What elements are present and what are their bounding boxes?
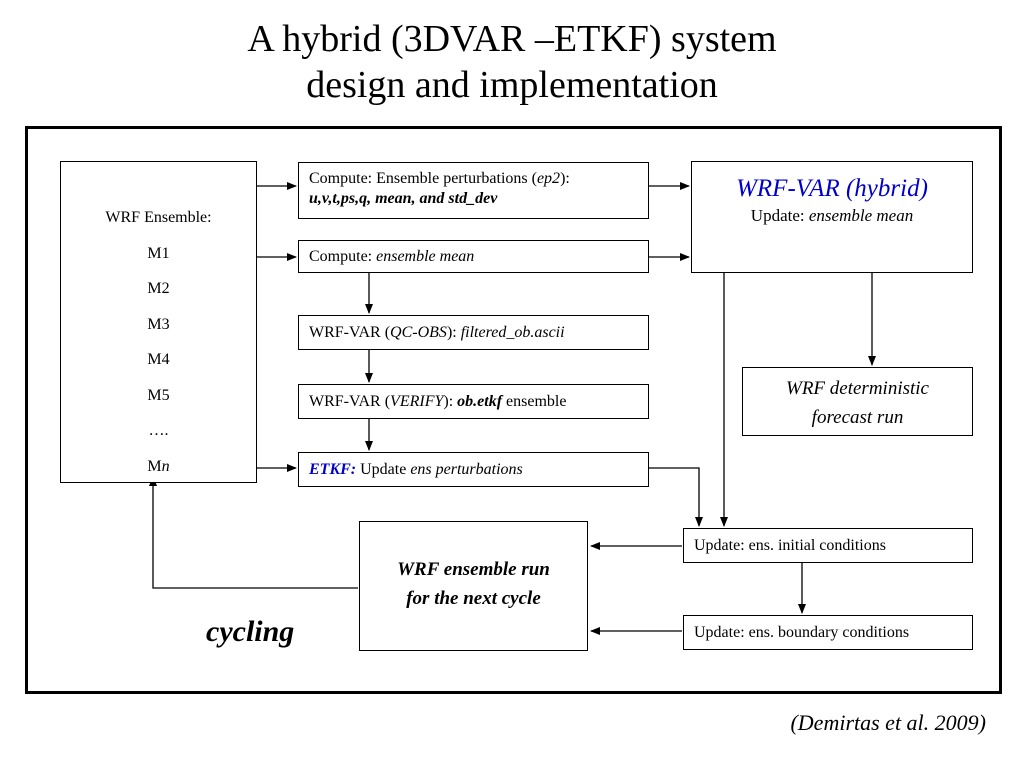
arrow-etkf-to-ens-ic xyxy=(649,467,703,527)
ensemble-member-n: Mn xyxy=(147,457,170,475)
hybrid-title: WRF-VAR (hybrid) xyxy=(736,175,928,202)
ensemble-member-3: M3 xyxy=(147,315,170,333)
ensemble-member-1: M1 xyxy=(147,244,170,262)
compute-mean-box: Compute: ensemble mean xyxy=(298,240,649,273)
compute-perturbations-box: Compute: Ensemble perturbations (ep2): u… xyxy=(298,162,649,219)
ensemble-member-4: M4 xyxy=(147,351,170,368)
title-line-1: A hybrid (3DVAR –ETKF) system xyxy=(247,18,777,60)
update-boundary-conditions-box: Update: ens. boundary conditions xyxy=(683,615,973,650)
title-line-2: design and implementation xyxy=(306,64,718,106)
deterministic-line-1: WRF deterministic xyxy=(786,378,929,399)
wrf-var-hybrid-box: WRF-VAR (hybrid) Update: ensemble mean xyxy=(691,161,973,273)
ensemble-member-5: M5 xyxy=(147,386,170,404)
etkf-label: ETKF: xyxy=(309,461,357,478)
perturb-line-1: Compute: Ensemble perturbations (ep2): xyxy=(309,170,570,187)
perturb-variables: u,v,t,ps,q, mean, and std_dev xyxy=(309,190,498,207)
deterministic-forecast-box: WRF deterministic forecast run xyxy=(742,367,973,436)
update-initial-conditions-box: Update: ens. initial conditions xyxy=(683,528,973,563)
citation: (Demirtas et al. 2009) xyxy=(790,710,986,735)
wrf-var-qc-obs-box: WRF-VAR (QC-OBS): filtered_ob.ascii xyxy=(298,315,649,350)
ensemble-run-line-2: for the next cycle xyxy=(406,588,541,609)
ensemble-label: WRF Ensemble: xyxy=(105,209,212,226)
ensemble-member-2: M2 xyxy=(147,280,170,297)
etkf-box: ETKF: Update ens perturbations xyxy=(298,452,649,487)
wrf-ensemble-run-box: WRF ensemble run for the next cycle xyxy=(359,521,588,651)
hybrid-update: Update: ensemble mean xyxy=(750,206,914,225)
ensemble-run-line-1: WRF ensemble run xyxy=(397,559,550,580)
wrf-ensemble-box: WRF Ensemble: M1 M2 M3 M4 M5 …. Mn xyxy=(60,161,257,483)
wrf-var-verify-box: WRF-VAR (VERIFY): ob.etkf ensemble xyxy=(298,384,649,419)
arrow-run-to-ensemble xyxy=(149,476,358,589)
diagram-frame xyxy=(25,126,1002,694)
cycling-label: cycling xyxy=(206,615,295,648)
ensemble-ellipsis: …. xyxy=(148,422,169,439)
deterministic-line-2: forecast run xyxy=(811,407,904,428)
page-title: A hybrid (3DVAR –ETKF) system design and… xyxy=(0,16,1024,108)
